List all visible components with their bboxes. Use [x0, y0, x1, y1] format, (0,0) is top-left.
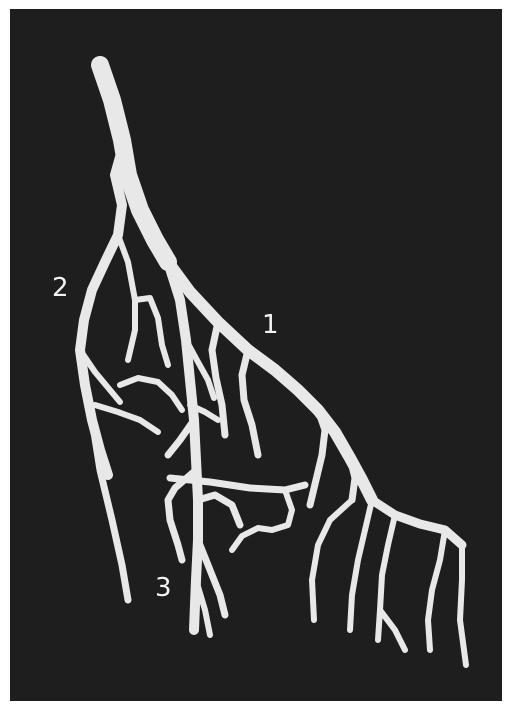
- branch-3-sub-c: [198, 495, 240, 525]
- branch-2-sub-d: [120, 378, 182, 410]
- branch-1-terminal-d: [460, 545, 466, 665]
- branch-1-terminal-e: [312, 500, 352, 620]
- branch-2-vessel: [80, 150, 122, 475]
- label-branch-3: 3: [155, 575, 172, 601]
- branch-2-sub-c: [118, 235, 135, 360]
- branch-1-terminal-a: [350, 500, 372, 630]
- branch-1-sub-a: [242, 350, 258, 455]
- branch-2-lower: [92, 420, 128, 600]
- branch-2-loop: [135, 298, 168, 365]
- main-trunk: [100, 65, 168, 262]
- label-branch-2: 2: [52, 275, 69, 301]
- branch-2-sub-b: [95, 405, 158, 432]
- label-branch-1: 1: [262, 312, 279, 338]
- branch-1-continuation: [372, 500, 462, 545]
- branch-1-sub-c: [310, 410, 325, 505]
- branch-1-sub-d: [350, 458, 355, 500]
- branch-1-terminal-c: [428, 530, 445, 650]
- branch-1-terminal-f: [380, 610, 405, 650]
